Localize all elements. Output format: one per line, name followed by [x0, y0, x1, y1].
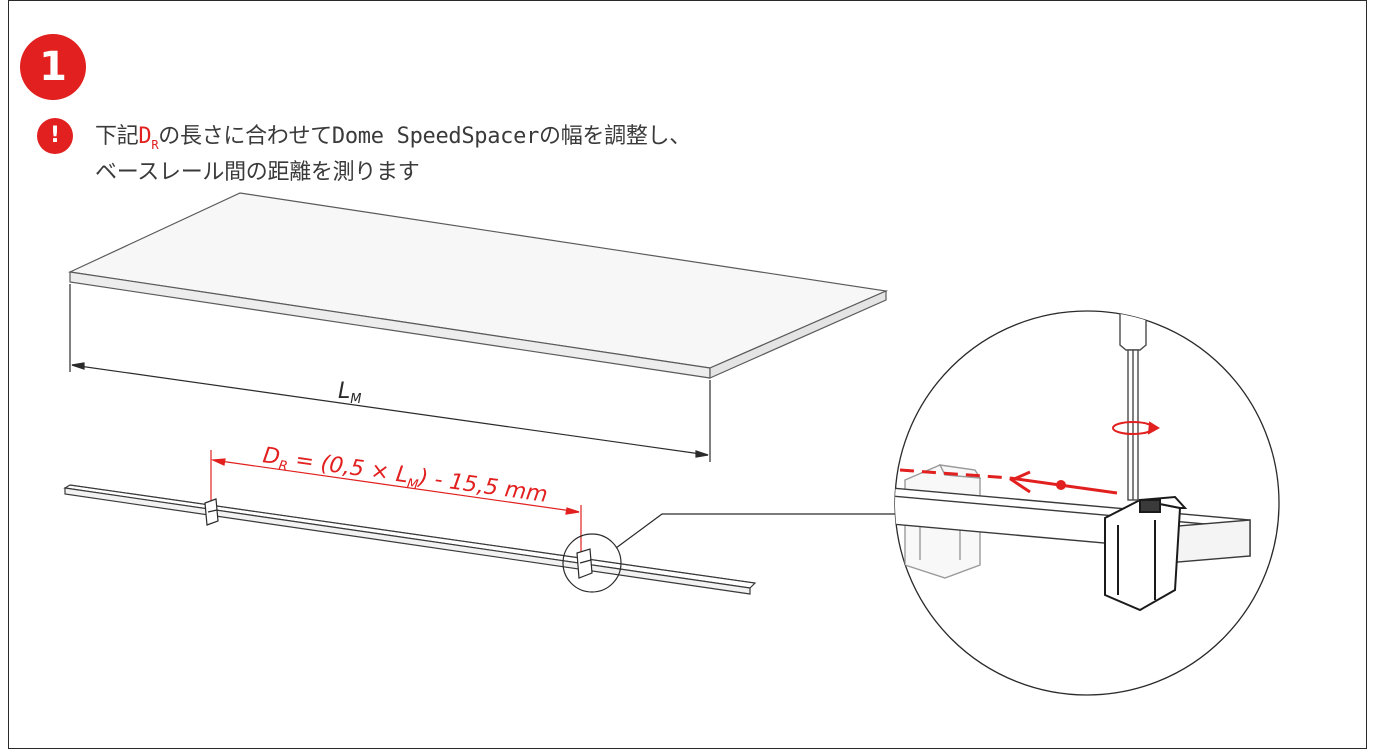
base-rail: [63, 484, 757, 595]
rotation-arrow-icon: [1112, 421, 1160, 435]
spacer-clip-right: [576, 548, 593, 579]
step-number-badge: 1: [20, 34, 86, 100]
zoom-source-circle: [562, 533, 622, 593]
instruction-text-after: の長さに合わせてDome SpeedSpacerの幅を調整し、: [158, 124, 691, 149]
instruction-text-before: 下記: [95, 124, 139, 149]
dr-variable: DR: [138, 124, 159, 152]
detail-view: [894, 310, 1280, 696]
dr-dimension: [210, 450, 582, 555]
dr-formula-label: DR = (0,5 × LM) - 15,5 mm: [261, 443, 549, 511]
lm-label: LM: [338, 379, 361, 407]
screwdriver: [1119, 311, 1147, 501]
slide-direction-arrow: [899, 468, 1118, 495]
zoom-leader-line: [615, 513, 901, 549]
countertop-board: [67, 192, 889, 379]
front-spacer: [1104, 495, 1188, 612]
spacer-clip-left: [204, 498, 219, 526]
lm-dimension: [69, 284, 711, 462]
instruction-line-2: ベースレール間の距離を測ります: [95, 160, 420, 185]
exclamation-icon: !: [37, 118, 73, 154]
instruction-line-1: 下記DRの長さに合わせてDome SpeedSpacerの幅を調整し、: [95, 118, 691, 152]
